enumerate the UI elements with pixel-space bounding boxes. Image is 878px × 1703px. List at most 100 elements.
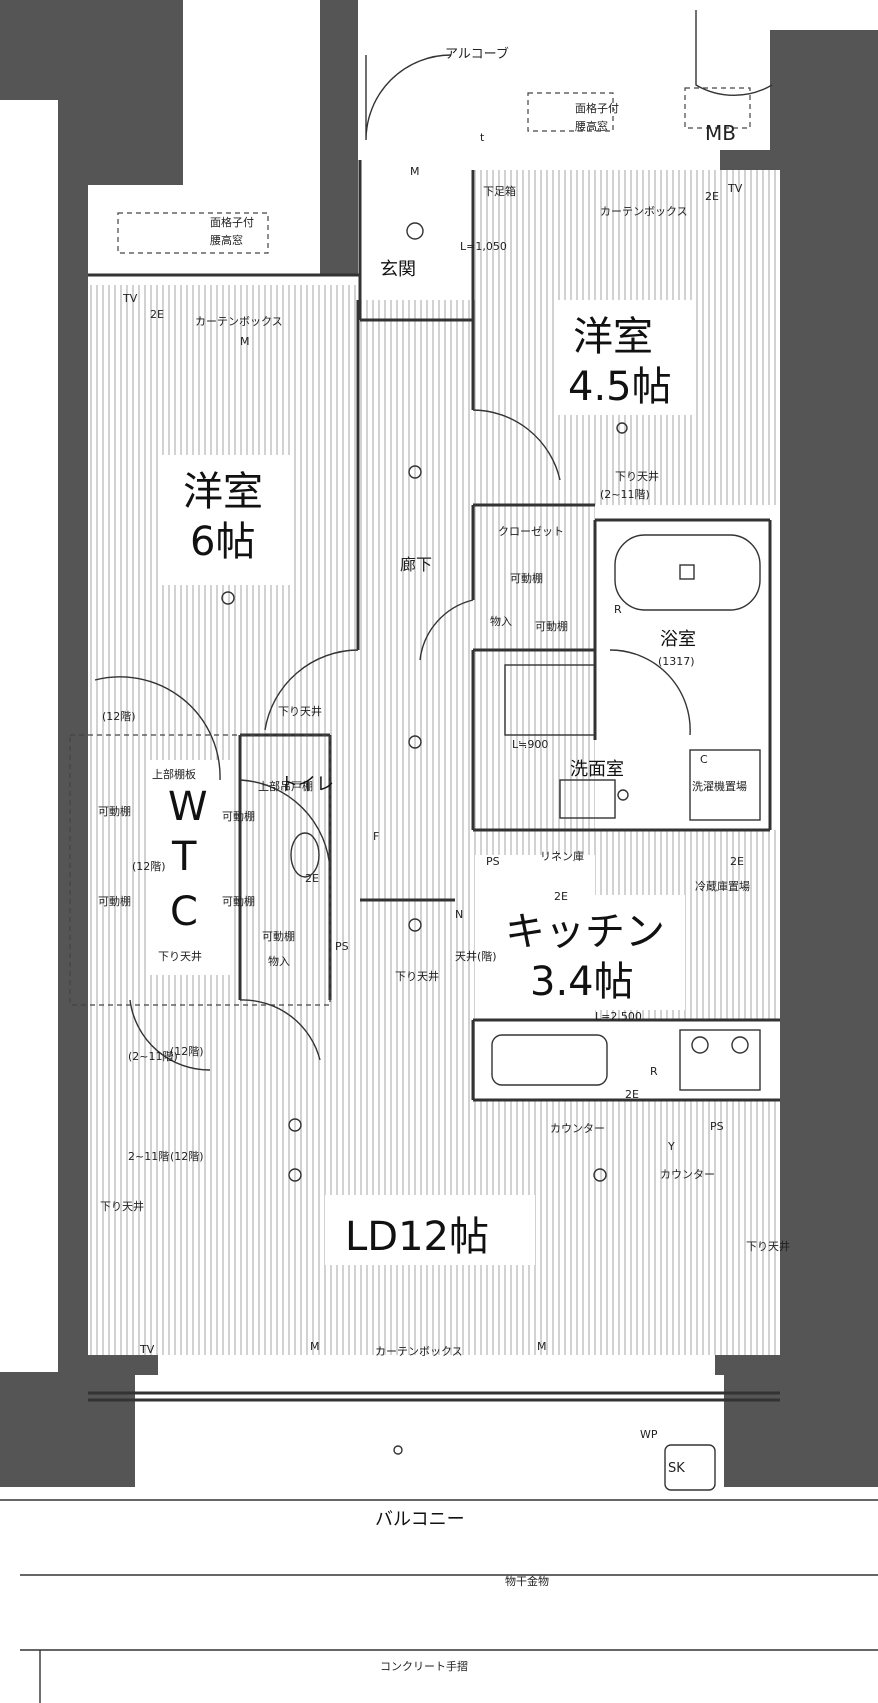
symbol-2e-c: 2E [305, 872, 319, 885]
room-size-western-4-5: 4.5帖 [568, 364, 672, 410]
symbol-2e-d: 2E [554, 890, 568, 903]
label-upper-shelf: 上部棚板 [152, 767, 196, 781]
label-wtc-shelf-3: 可動棚 [222, 809, 255, 823]
label-toilet: トイレ [280, 774, 334, 795]
label-genkan: 玄関 [380, 259, 416, 280]
room-name-western-6: 洋室 [183, 469, 263, 515]
symbol-r-1: R [614, 603, 622, 616]
label-ceiling-floor: 天井(階) [455, 949, 497, 963]
symbol-tv-c: TV [139, 1343, 155, 1356]
label-12f-b: (12階) [132, 859, 166, 873]
light-symbols [221, 222, 629, 1455]
label-l900: L≒900 [512, 738, 548, 751]
label-storage-1: 物入 [490, 614, 512, 628]
label-curtain-box-right: カーテンボックス [600, 205, 688, 218]
label-lattice-window-top-2: 腰高窓 [575, 119, 608, 133]
room-size-kitchen: 3.4帖 [530, 959, 634, 1005]
label-lowered-ceiling-d: 下り天井 [746, 1239, 790, 1253]
label-geta-length: L=1,050 [460, 240, 507, 253]
label-geta: 下足箱 [483, 184, 516, 198]
label-lowered-ceiling-wtc: 下り天井 [158, 949, 202, 963]
label-lowered-ceiling-a: 下り天井 [615, 469, 659, 483]
structural-walls [0, 0, 878, 1487]
label-box-kitchen [500, 895, 685, 1010]
label-bathroom-size: (1317) [658, 655, 695, 668]
label-movable-shelf-2: 可動棚 [535, 619, 568, 633]
label-alcove: アルコーブ [445, 46, 509, 62]
label-mb: MB [705, 121, 736, 145]
label-counter-1: カウンター [550, 1122, 605, 1135]
label-storage-2: 物入 [268, 954, 290, 968]
room-name-ld: LD12帖 [345, 1214, 489, 1260]
label-washroom: 洗面室 [570, 759, 624, 780]
room-size-western-6: 6帖 [190, 519, 255, 565]
label-closet: クローゼット [498, 525, 564, 538]
label-floors-2-11-b: 2~11階 [128, 1149, 169, 1163]
symbol-m-a: M [410, 165, 420, 178]
label-floors-2-11-a: (2~11階) [128, 1049, 178, 1063]
label-ps-2: PS [335, 940, 349, 953]
symbol-y: Y [667, 1140, 675, 1153]
label-linen: リネン庫 [540, 849, 584, 863]
symbol-t: t [480, 131, 485, 144]
label-ps-3: PS [710, 1120, 724, 1133]
sk-box [664, 1444, 716, 1491]
label-12f-c: (12階) [170, 1044, 204, 1058]
label-wtc-t: T [171, 834, 197, 880]
label-box-4-5 [555, 300, 695, 415]
balcony-lines [0, 1499, 878, 1703]
label-wtc-shelf-4: 可動棚 [222, 894, 255, 908]
symbol-2e-e: 2E [625, 1088, 639, 1101]
label-washer-area: 洗濯機置場 [692, 779, 747, 793]
symbol-f: F [373, 830, 379, 843]
label-wtc-shelf-2: 可動棚 [98, 894, 131, 908]
label-box-ld [325, 1195, 535, 1265]
fixtures [290, 534, 761, 1091]
label-lowered-ceiling-b: 下り天井 [278, 704, 322, 718]
symbol-2e-a: 2E [705, 190, 719, 203]
symbol-tv-b: TV [122, 292, 138, 305]
label-l2500: L=2,500 [595, 1010, 642, 1023]
label-12f-a: (12階) [102, 709, 136, 723]
label-wtc-shelf-1: 可動棚 [98, 804, 131, 818]
label-upper-cabinet: 上部吊戸棚 [258, 779, 313, 793]
label-lattice-window-left: 面格子付 [210, 215, 254, 229]
symbol-2e-b: 2E [150, 308, 164, 321]
label-lowered-ceiling-a-2: (2~11階) [600, 487, 650, 501]
label-sk: SK [668, 1461, 685, 1476]
label-drying-hardware: 物干金物 [505, 1574, 549, 1588]
symbol-m-d: M [537, 1340, 547, 1353]
label-box-6 [160, 455, 290, 585]
label-ps-1: PS [486, 855, 500, 868]
symbol-m-b: M [240, 335, 250, 348]
room-name-western-4-5: 洋室 [573, 314, 653, 360]
label-lowered-ceiling-e: 下り天井 [100, 1199, 144, 1213]
label-movable-shelf-3: 可動棚 [262, 929, 295, 943]
label-corridor: 廊下 [400, 555, 432, 574]
label-balcony: バルコニー [375, 1509, 465, 1530]
label-movable-shelf-1: 可動棚 [510, 571, 543, 585]
label-curtain-box-left: カーテンボックス [195, 315, 283, 328]
label-curtain-box-bottom: カーテンボックス [375, 1345, 463, 1358]
label-lattice-window-left-2: 腰高窓 [210, 233, 243, 247]
label-counter-2: カウンター [660, 1168, 715, 1181]
symbol-n: N [455, 908, 463, 921]
label-wtc-w: W [168, 784, 208, 830]
symbol-tv-a: TV [727, 182, 743, 195]
label-wtc-c: C [170, 889, 198, 935]
symbol-2e-f: 2E [730, 855, 744, 868]
symbol-c: C [700, 753, 708, 766]
label-handrail: コンクリート手摺 [380, 1659, 468, 1673]
label-12f-d: (12階) [170, 1149, 204, 1163]
room-name-kitchen: キッチン [505, 909, 665, 955]
symbol-r-2: R [650, 1065, 658, 1078]
label-lattice-window-top: 面格子付 [575, 101, 619, 115]
doors [94, 10, 773, 1071]
symbol-m-c: M [310, 1340, 320, 1353]
wtc-outline [69, 734, 331, 1006]
label-fridge: 冷蔵庫置場 [695, 879, 750, 893]
label-lowered-ceiling-c: 下り天井 [395, 969, 439, 983]
label-bathroom: 浴室 [660, 629, 696, 650]
window-lattice [117, 87, 751, 254]
